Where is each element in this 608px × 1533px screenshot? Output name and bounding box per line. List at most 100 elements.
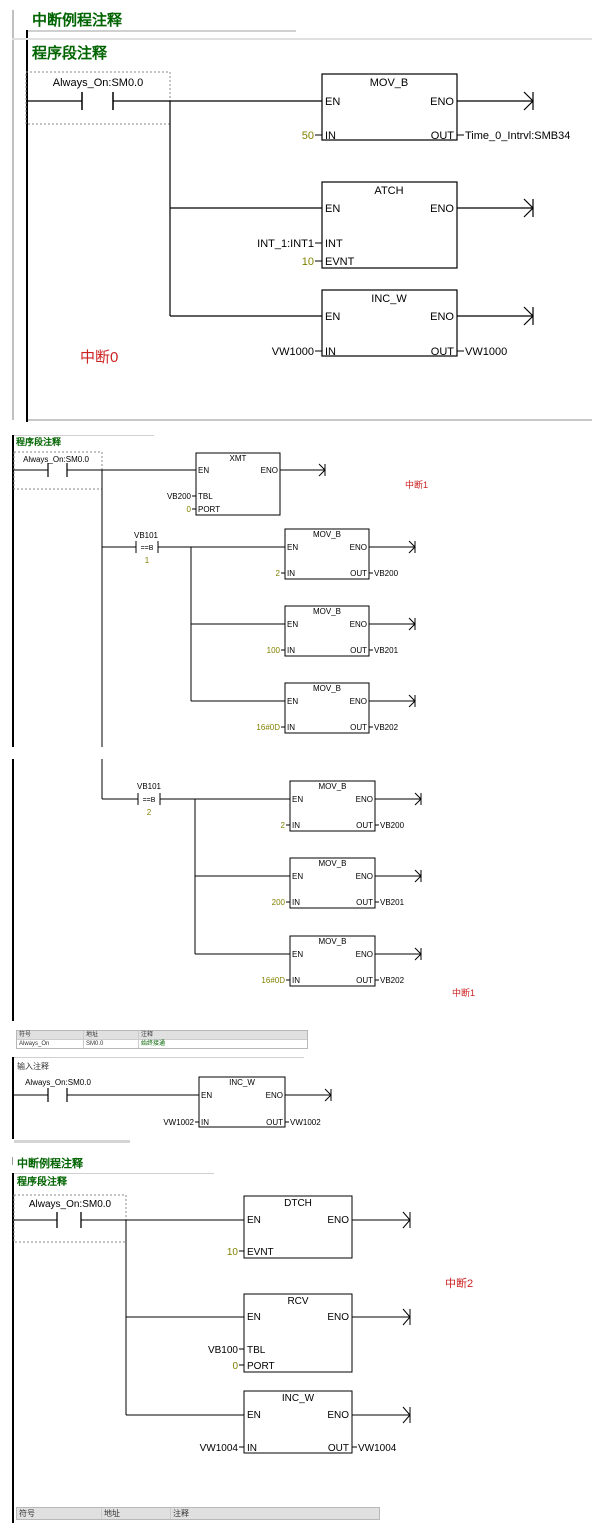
coil-end-arrow xyxy=(408,617,416,631)
pin-out: OUT xyxy=(266,1118,283,1127)
pin-in: IN xyxy=(287,723,295,732)
in-value: VW1002 xyxy=(163,1118,194,1127)
pin-tbl: TBL xyxy=(198,492,213,501)
pin-en: EN xyxy=(247,1215,261,1226)
atch-box[interactable]: ATCH EN ENO INT EVNT xyxy=(321,181,458,269)
segment-comment[interactable]: 程序段注释 xyxy=(32,44,108,62)
contact-label: Always_On:SM0.0 xyxy=(29,1199,112,1210)
col-address: 地址 xyxy=(84,1031,139,1039)
pin-port: PORT xyxy=(247,1361,275,1372)
pin-eno: ENO xyxy=(356,872,373,881)
pin-eno: ENO xyxy=(327,1215,349,1226)
annotation-note: 中断1 xyxy=(405,479,428,490)
pin-eno: ENO xyxy=(327,1312,349,1323)
coil-end-arrow xyxy=(402,1308,411,1326)
rcv-box[interactable]: RCV EN ENO TBL PORT xyxy=(243,1293,353,1373)
col-comment: 注释 xyxy=(173,1509,189,1518)
contact-selection xyxy=(25,71,171,125)
pin-en: EN xyxy=(325,203,340,215)
pin-eno: ENO xyxy=(350,543,367,552)
mov-b-box[interactable]: MOV_B EN ENO IN OUT xyxy=(321,73,458,142)
power-rail xyxy=(12,1173,14,1523)
input-comment[interactable]: 输入注释 xyxy=(17,1061,49,1071)
pin-en: EN xyxy=(292,872,303,881)
no-contact[interactable] xyxy=(28,92,322,110)
segment-comment[interactable]: 程序段注释 xyxy=(16,436,62,447)
box-title: RCV xyxy=(287,1296,308,1307)
box-title: MOV_B xyxy=(318,937,346,946)
dtch-box[interactable]: DTCH EN ENO EVNT xyxy=(243,1195,353,1259)
pin-eno: ENO xyxy=(356,950,373,959)
no-contact[interactable] xyxy=(14,463,196,477)
inc-w-box[interactable]: INC_W EN ENO IN OUT xyxy=(198,1076,286,1128)
network-title: 中断例程注释 xyxy=(17,1156,84,1170)
pin-en: EN xyxy=(247,1312,261,1323)
out-value: Time_0_Intrvl:SMB34 xyxy=(465,130,570,142)
pin-in: IN xyxy=(292,821,300,830)
pin-evnt: EVNT xyxy=(325,256,355,268)
pin-eno: ENO xyxy=(430,311,454,323)
col-comment: 注释 xyxy=(141,1032,154,1038)
xmt-box[interactable]: XMT EN ENO TBL PORT xyxy=(195,452,281,516)
network-title: 中断例程注释 xyxy=(32,11,123,29)
box-title: DTCH xyxy=(284,1198,312,1209)
port-value: 0 xyxy=(187,505,192,514)
pin-en: EN xyxy=(287,543,298,552)
coil-end-arrow xyxy=(523,91,534,111)
network-2b: 输入注释 Always_On:SM0.0 INC_W EN ENO IN OUT… xyxy=(12,1057,332,1143)
pin-en: EN xyxy=(287,697,298,706)
in-value: 100 xyxy=(267,646,281,655)
box-title: MOV_B xyxy=(313,607,341,616)
coil-end-arrow xyxy=(402,1211,411,1229)
out-value: VW1002 xyxy=(290,1118,321,1127)
coil-end-arrow xyxy=(414,947,422,961)
pin-en: EN xyxy=(325,96,340,108)
box-title: MOV_B xyxy=(313,530,341,539)
pin-en: EN xyxy=(247,1410,261,1421)
pin-in: IN xyxy=(325,346,336,358)
pin-out: OUT xyxy=(356,976,373,985)
contact-selection xyxy=(13,1194,127,1243)
segment-comment[interactable]: 程序段注释 xyxy=(17,1175,68,1188)
network-bottom-bar xyxy=(28,419,592,421)
box-title: INC_W xyxy=(229,1078,255,1087)
pin-out: OUT xyxy=(431,346,455,358)
symbol-table-2: 符号 地址 注释 xyxy=(16,1507,380,1520)
contact-label: Always_On:SM0.0 xyxy=(25,1078,91,1087)
no-contact[interactable] xyxy=(14,1212,244,1228)
pin-eno: ENO xyxy=(356,795,373,804)
in-value: VW1000 xyxy=(272,346,314,358)
no-contact[interactable] xyxy=(14,1088,199,1102)
contact-label: Always_On:SM0.0 xyxy=(23,455,89,464)
pin-eno: ENO xyxy=(261,466,278,475)
col-address: 地址 xyxy=(102,1508,171,1519)
network-bottom-bar xyxy=(14,1140,130,1143)
in-value: 16#0D xyxy=(256,723,280,732)
port-value: 0 xyxy=(232,1361,238,1372)
pin-in: IN xyxy=(292,976,300,985)
table-row[interactable]: Always_On SM0.0 始终接通 xyxy=(17,1040,307,1048)
pin-en: EN xyxy=(198,466,209,475)
evnt-value: 10 xyxy=(302,256,314,268)
cell-address: SM0.0 xyxy=(84,1040,139,1048)
pin-eno: ENO xyxy=(430,203,454,215)
pin-eno: ENO xyxy=(430,96,454,108)
pin-eno: ENO xyxy=(266,1091,283,1100)
box-title: MOV_B xyxy=(318,782,346,791)
col-symbol: 符号 xyxy=(17,1508,102,1519)
compare-value: 1 xyxy=(145,556,150,565)
pin-out: OUT xyxy=(356,898,373,907)
inc-w-box[interactable]: INC_W EN ENO IN OUT xyxy=(243,1390,353,1454)
compare-address: VB101 xyxy=(134,531,159,540)
inc-w-box[interactable]: INC_W EN ENO IN OUT xyxy=(321,289,458,358)
coil-end-arrow xyxy=(523,306,534,326)
box-title: INC_W xyxy=(282,1393,315,1404)
network-3: 中断例程注释 程序段注释 Always_On:SM0.0 DTCH EN ENO… xyxy=(12,1156,473,1523)
